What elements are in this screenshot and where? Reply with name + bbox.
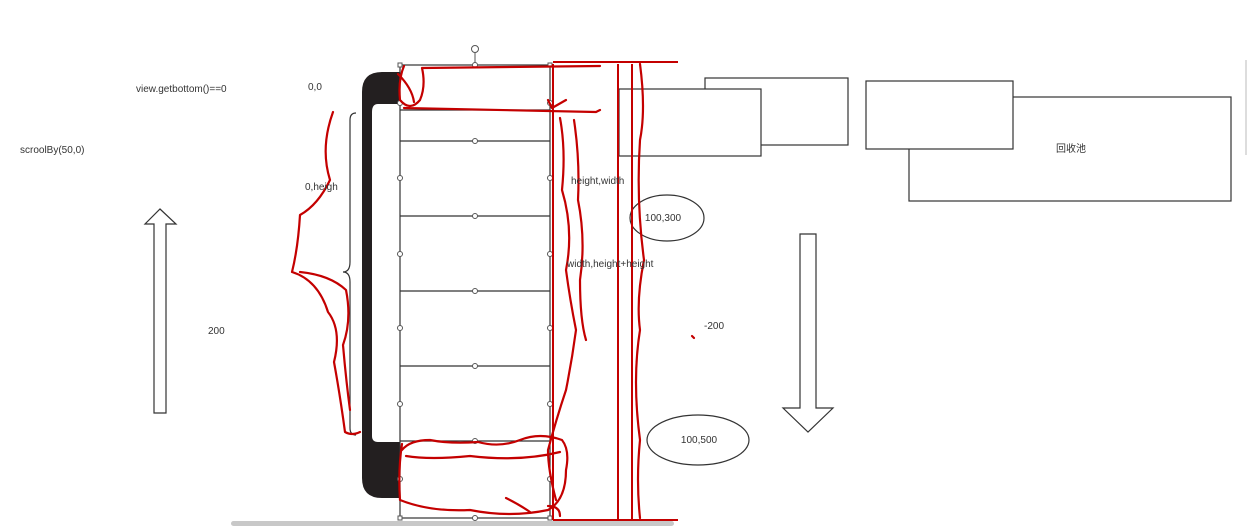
ellipse-top-label: 100,300 — [645, 213, 682, 224]
phone-frame — [362, 72, 400, 498]
up-amount-label: 200 — [208, 326, 225, 337]
corner-handle[interactable] — [397, 515, 403, 521]
down-arrow-icon — [781, 233, 835, 433]
coord-ellipse-bottom — [646, 414, 750, 466]
ellipse-bottom-label: 100,500 — [681, 435, 718, 446]
coord-ellipse-top — [629, 194, 705, 242]
red-scribbles — [290, 62, 696, 520]
width-height-label: width,height+height — [566, 259, 654, 270]
phone-screen-gap — [374, 108, 398, 438]
height-width-label: height,width — [571, 176, 624, 187]
origin-label: 0,0 — [308, 82, 322, 93]
up-arrow-icon — [143, 208, 178, 414]
pool-box — [865, 80, 1014, 150]
corner-handle[interactable] — [547, 515, 553, 521]
zero-height-label: 0,heigh — [305, 182, 338, 193]
height-brace — [342, 112, 357, 436]
down-amount-label: -200 — [704, 321, 724, 332]
mid-handles — [397, 62, 553, 521]
rotate-handle-icon[interactable] — [471, 45, 479, 53]
recycle-pool-label: 回收池 — [1056, 142, 1086, 155]
corner-handle[interactable] — [397, 62, 403, 68]
get-bottom-label: view.getbottom()==0 — [136, 84, 227, 95]
scroll-by-label: scroolBy(50,0) — [20, 145, 84, 156]
red-ink-lines — [552, 61, 678, 521]
horizontal-scrollbar[interactable] — [231, 521, 674, 526]
